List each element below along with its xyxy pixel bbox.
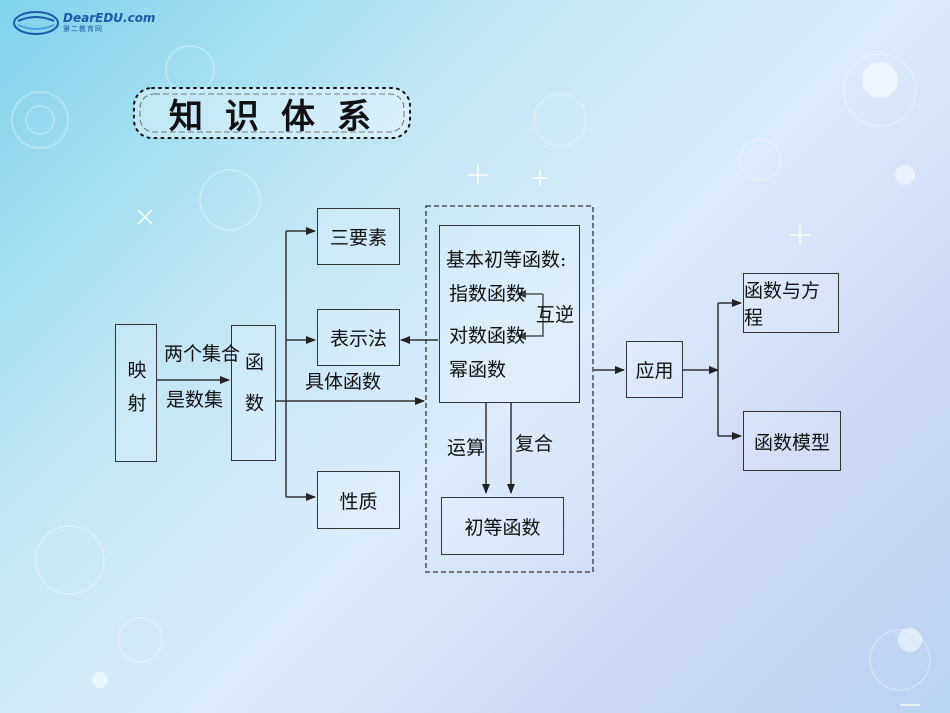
edge-inverse-loop	[516, 294, 544, 340]
node-application: 应用	[626, 341, 683, 398]
node-logarithmic: 对数函数	[449, 325, 526, 347]
logo-subtitle: 第二教育网	[63, 25, 103, 33]
label-specific-function: 具体函数	[305, 371, 382, 393]
elementary-group-dashed	[425, 205, 594, 573]
label-operation: 运算	[447, 437, 486, 459]
node-exponential: 指数函数	[449, 283, 526, 305]
logo-mark-icon	[13, 11, 59, 35]
label-inverse: 互逆	[536, 304, 575, 326]
logo-name: DearEDU.com	[63, 11, 156, 25]
node-mapping: 映射	[115, 324, 157, 462]
label-two-sets-line2: 是数集	[166, 389, 224, 411]
node-power: 幂函数	[449, 359, 507, 381]
node-basic-elementary: 基本初等函数: 指数函数 互逆 对数函数 幂函数	[439, 225, 580, 403]
node-three-elements: 三要素	[317, 208, 400, 265]
node-basic-elementary-title: 基本初等函数:	[446, 249, 567, 271]
node-elementary: 初等函数	[441, 497, 564, 555]
node-function: 函数	[231, 325, 276, 461]
label-composite: 复合	[515, 433, 554, 455]
node-mapping-label: 映射	[124, 360, 147, 426]
node-function-label: 函数	[242, 352, 264, 434]
node-representation: 表示法	[317, 309, 400, 366]
node-function-equation: 函数与方程	[743, 273, 839, 333]
node-function-model: 函数模型	[743, 411, 841, 471]
title-frame	[133, 87, 411, 139]
label-two-sets-line1: 两个集合	[164, 343, 241, 365]
node-properties: 性质	[317, 471, 400, 529]
logo: DearEDU.com 第二教育网	[12, 10, 155, 36]
page-title: 知识体系	[169, 96, 393, 137]
